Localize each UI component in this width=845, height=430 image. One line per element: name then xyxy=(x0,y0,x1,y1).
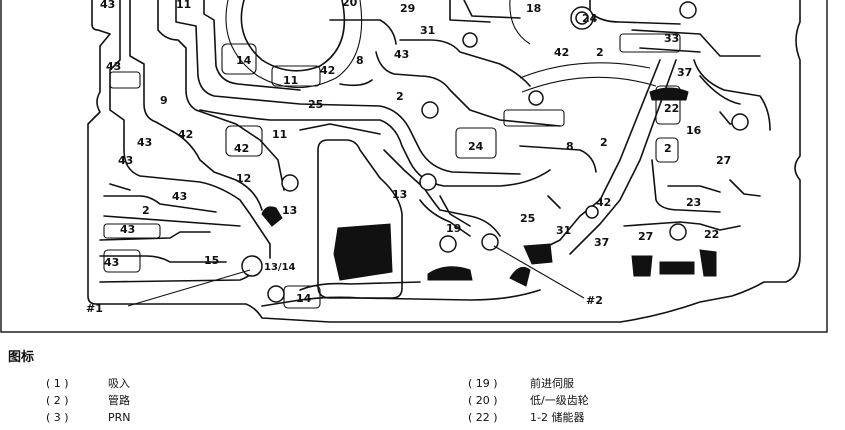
legend-item: ( 20 ) 低/一级齿轮 xyxy=(468,393,589,409)
channel-label: 22 xyxy=(704,228,719,241)
channel-label: 22 xyxy=(664,102,679,115)
pump-cavity-inner xyxy=(225,0,363,89)
channel-label: 14 xyxy=(236,54,252,67)
legend-item: ( 3 ) PRN xyxy=(46,410,131,426)
channel-label: 25 xyxy=(520,212,535,225)
channel-label: 23 xyxy=(666,260,681,273)
channel-label: 25 xyxy=(308,98,323,111)
channel-label: 42 xyxy=(554,46,569,59)
channel-label: 43 xyxy=(120,223,135,236)
channel-label: 18 xyxy=(526,2,541,15)
channel-label: 23 xyxy=(686,196,701,209)
channel-label: 1 xyxy=(364,234,372,247)
legend-item-number: ( 1 ) xyxy=(46,377,69,390)
channel-label: 27 xyxy=(716,154,731,167)
suction-cavity-fill xyxy=(333,223,393,281)
channel-label: 37 xyxy=(677,66,692,79)
pad-boxes xyxy=(103,33,681,309)
legend-item: ( 22 ) 1-2 储能器 xyxy=(468,410,584,426)
servo-arc xyxy=(519,62,651,79)
channel-label: 9 xyxy=(160,94,168,107)
port-holes xyxy=(241,1,749,303)
channel-label: 33 xyxy=(664,32,679,45)
channel-label: 43 xyxy=(394,48,409,61)
channel-label: 16 xyxy=(686,124,702,137)
legend-item-text: 吸入 xyxy=(108,377,130,390)
channel-label: 37 xyxy=(594,236,609,249)
channel-label: 2 xyxy=(596,46,604,59)
channel-label: 19 xyxy=(446,222,461,235)
channel-label: 43 xyxy=(137,136,152,149)
channel-label: 8 xyxy=(566,140,574,153)
legend-item-number: ( 3 ) xyxy=(46,411,69,424)
accumulator-arc xyxy=(509,0,531,45)
callout-2: #2 xyxy=(586,294,603,307)
channel-label: 13 xyxy=(282,204,297,217)
channel-label: 20 xyxy=(342,0,358,9)
callout-leader-1 xyxy=(127,269,251,307)
channel-label: 8 xyxy=(356,54,364,67)
channel-label: 2 xyxy=(142,204,150,217)
legend-item: ( 1 ) 吸入 xyxy=(46,376,130,392)
channel-label: 42 xyxy=(320,64,335,77)
channel-label: 14 xyxy=(296,292,312,305)
channel-label: 13 xyxy=(392,188,407,201)
frame xyxy=(0,0,828,333)
legend-item-text: 1-2 储能器 xyxy=(530,411,585,424)
callout-1: #1 xyxy=(86,302,103,315)
channel-label: 43 xyxy=(104,256,119,269)
channel-label: 43 xyxy=(100,0,115,11)
channel-label: 27 xyxy=(638,230,653,243)
suction-cavity xyxy=(317,139,403,299)
legend-title: 图标 xyxy=(8,350,35,365)
pump-cavity xyxy=(240,0,346,72)
channel-label: 13/14 xyxy=(264,262,296,273)
legend-item: ( 2 ) 管路 xyxy=(46,393,130,409)
channel-label: 42 xyxy=(178,128,193,141)
channel-label: 11 xyxy=(272,128,287,141)
plate-outline xyxy=(87,0,801,323)
channel-label: 11 xyxy=(176,0,191,11)
legend-item-number: ( 20 ) xyxy=(468,394,498,407)
legend-item-number: ( 22 ) xyxy=(468,411,498,424)
channel-label: 42 xyxy=(234,142,249,155)
channel-label: 24 xyxy=(582,12,598,25)
channel-label: 2 xyxy=(396,90,404,103)
legend-item-text: PRN xyxy=(108,411,131,424)
channel-label: 2 xyxy=(600,136,608,149)
legend-item-text: 前进伺服 xyxy=(530,377,574,390)
legend-item-text: 管路 xyxy=(108,394,130,407)
channel-label: 43 xyxy=(172,190,187,203)
channel-label: 12 xyxy=(236,172,251,185)
channel-label: 11 xyxy=(283,74,298,87)
channel-label: 31 xyxy=(420,24,435,37)
legend-item-number: ( 19 ) xyxy=(468,377,498,390)
channel-label: 15 xyxy=(204,254,219,267)
channel-label: 43 xyxy=(118,154,133,167)
servo-arc-2 xyxy=(521,76,657,93)
legend-item: ( 19 ) 前进伺服 xyxy=(468,376,574,392)
channel-label: 24 xyxy=(468,140,484,153)
channel-label: 42 xyxy=(596,196,611,209)
channel-label: 2 xyxy=(664,142,672,155)
channel-label: 43 xyxy=(106,60,121,73)
callout-leader-2 xyxy=(493,245,585,299)
check-balls xyxy=(261,87,717,287)
channel-label: 31 xyxy=(556,224,571,237)
channel-label: 29 xyxy=(400,2,415,15)
legend-item-number: ( 2 ) xyxy=(46,394,69,407)
legend-item-text: 低/一级齿轮 xyxy=(530,394,589,407)
